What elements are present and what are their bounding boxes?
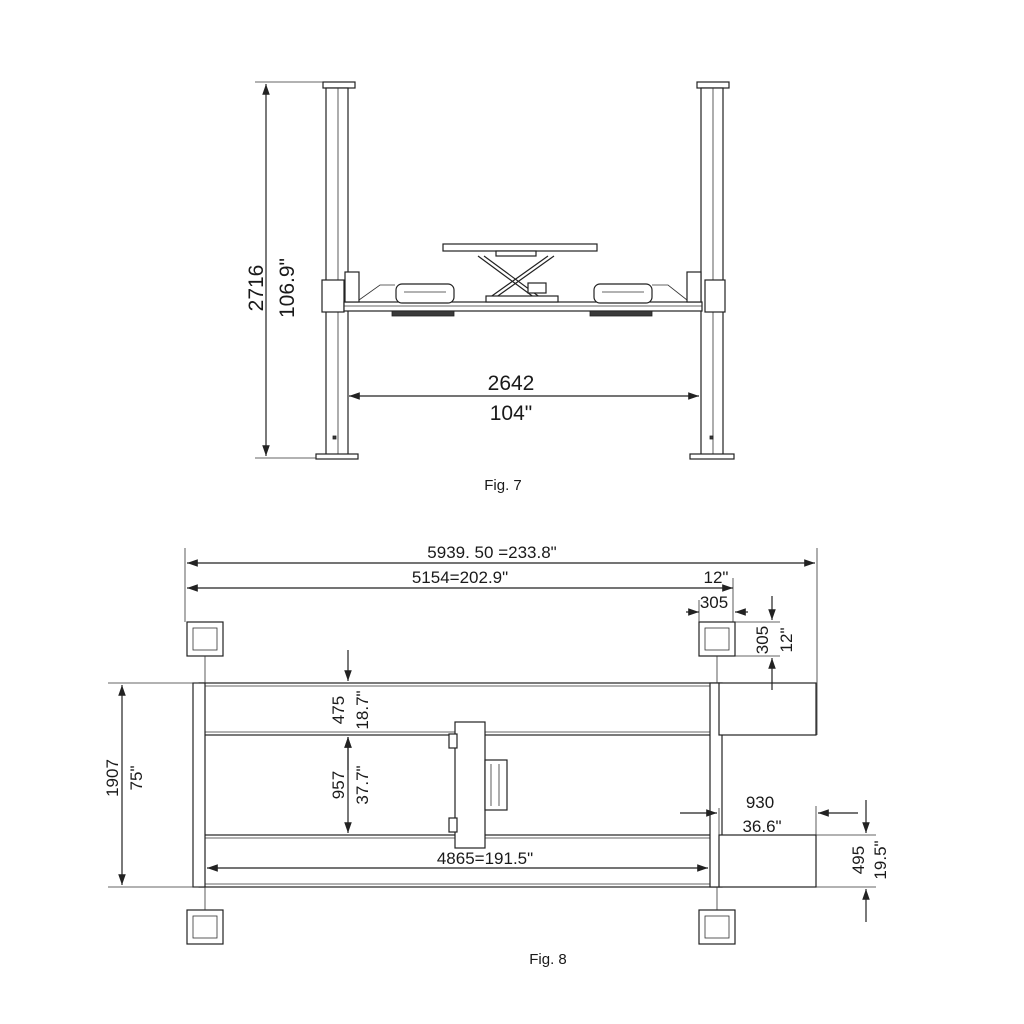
right-post — [689, 81, 735, 460]
fig8-runway-length: 4865=191.5" — [437, 849, 533, 868]
fig8-ramp-length-mm: 930 — [746, 793, 774, 812]
fig8-ramp-length-in: 36.6" — [742, 817, 781, 836]
plan-posts — [186, 621, 736, 945]
fig7-width-in: 104" — [490, 402, 533, 425]
fig8-runway-width-in: 18.7" — [353, 690, 372, 729]
fig8-post-width-mm: 305 — [700, 593, 728, 612]
fig7-height-in: 106.9" — [276, 258, 299, 318]
fig8-caption: Fig. 8 — [529, 951, 567, 968]
left-post — [315, 81, 359, 460]
fig8-post-depth-mm: 305 — [753, 626, 772, 654]
runway-platform — [343, 271, 703, 317]
scissor-jack — [442, 243, 598, 303]
fig7-caption: Fig. 7 — [484, 477, 522, 494]
fig7-front-view: 2716 106.9" 2642 104" Fig. 7 — [245, 81, 735, 494]
top-ramp — [718, 682, 817, 736]
fig8-inner-gap-mm: 957 — [329, 771, 348, 799]
left-crossbeam — [192, 682, 206, 888]
fig8-runway-width-mm: 475 — [329, 696, 348, 724]
fig8-post-span: 5154=202.9" — [412, 568, 508, 587]
fig8-overall-width-in: 75" — [127, 766, 146, 791]
fig8-ramp-width-in: 19.5" — [871, 840, 890, 879]
fig8-overall-length: 5939. 50 =233.8" — [427, 543, 556, 562]
bottom-ramp — [718, 834, 817, 888]
fig7-height-mm: 2716 — [245, 265, 268, 312]
fig8-inner-gap-in: 37.7" — [353, 765, 372, 804]
rolling-jack — [448, 721, 508, 849]
width-dimension: 2642 104" — [349, 372, 699, 425]
bottom-runway — [198, 834, 720, 888]
fig8-ramp-width-mm: 495 — [849, 846, 868, 874]
fig8-post-width-in: 12" — [704, 568, 729, 587]
fig7-width-mm: 2642 — [488, 372, 535, 395]
height-dimension: 2716 106.9" — [245, 81, 323, 459]
fig8-post-depth-in: 12" — [777, 628, 796, 653]
fig8-plan-view: 5939. 50 =233.8" 5154=202.9" 12" 305 305… — [103, 543, 890, 968]
fig8-overall-width-mm: 1907 — [103, 759, 122, 797]
